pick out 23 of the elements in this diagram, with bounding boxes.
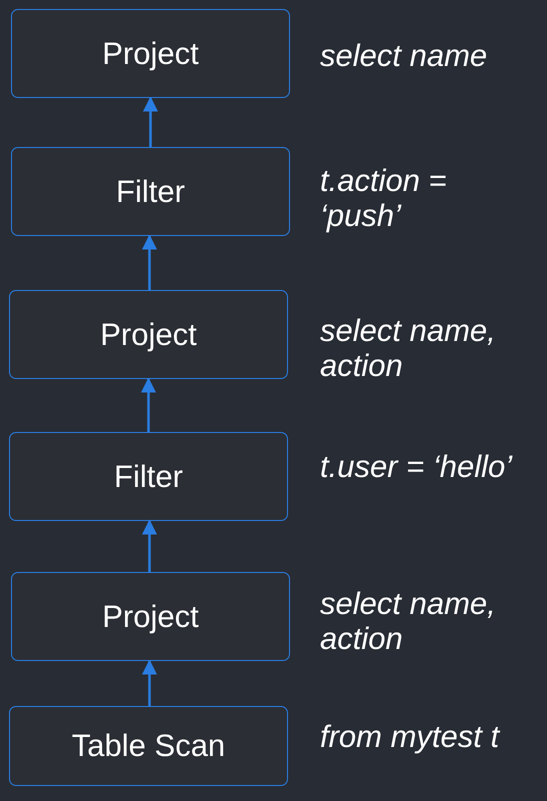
arrow [142, 520, 157, 572]
operator-description: select name [320, 38, 488, 73]
operator-box [11, 147, 290, 236]
operator-label: Project [100, 316, 197, 352]
operator-label: Project [102, 36, 199, 72]
operator-description: select name, action [320, 586, 497, 656]
operator-box [9, 432, 288, 521]
operator-label: Filter [114, 458, 183, 494]
operator-box [11, 9, 290, 98]
operator-label: Project [102, 598, 199, 634]
operator-description: t.action = ‘push’ [320, 163, 448, 233]
operator-label: Filter [116, 174, 185, 210]
operator-box [9, 290, 288, 379]
operator-box [9, 706, 288, 786]
operator-description: t.user = ‘hello’ [320, 449, 514, 484]
arrow [142, 234, 157, 290]
arrow [141, 378, 156, 432]
operator-description: from mytest t [320, 719, 502, 754]
operator-box [11, 572, 290, 661]
arrow [143, 96, 158, 147]
operator-description: select name, action [320, 313, 497, 383]
operator-label: Table Scan [72, 728, 226, 764]
arrow [142, 660, 157, 706]
